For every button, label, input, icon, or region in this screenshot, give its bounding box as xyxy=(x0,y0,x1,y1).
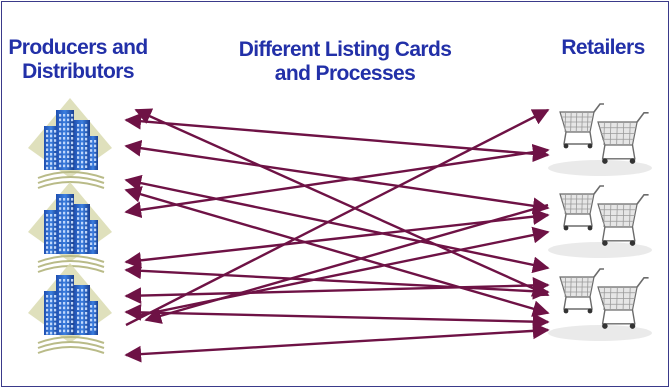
listing-cards-heading: Different Listing Cards and Processes xyxy=(238,38,452,85)
flow-arrow xyxy=(124,322,550,363)
producers-heading: Producers and Distributors xyxy=(8,36,148,83)
flow-arrow xyxy=(124,139,550,215)
flow-arrow xyxy=(124,112,550,163)
flow-arrow xyxy=(144,203,549,324)
flow-arrow xyxy=(124,143,550,219)
flow-arrow xyxy=(124,303,550,331)
retailer-2-icon xyxy=(548,185,652,258)
flow-arrow xyxy=(124,262,550,300)
flow-arrow xyxy=(125,108,550,327)
retailers-heading: Retailers xyxy=(561,36,645,59)
retailer-3-icon xyxy=(548,268,652,341)
producer-1-icon xyxy=(28,98,112,189)
retailer-1-icon xyxy=(548,103,652,176)
producer-2-icon xyxy=(28,182,112,273)
producer-3-icon xyxy=(28,263,112,354)
